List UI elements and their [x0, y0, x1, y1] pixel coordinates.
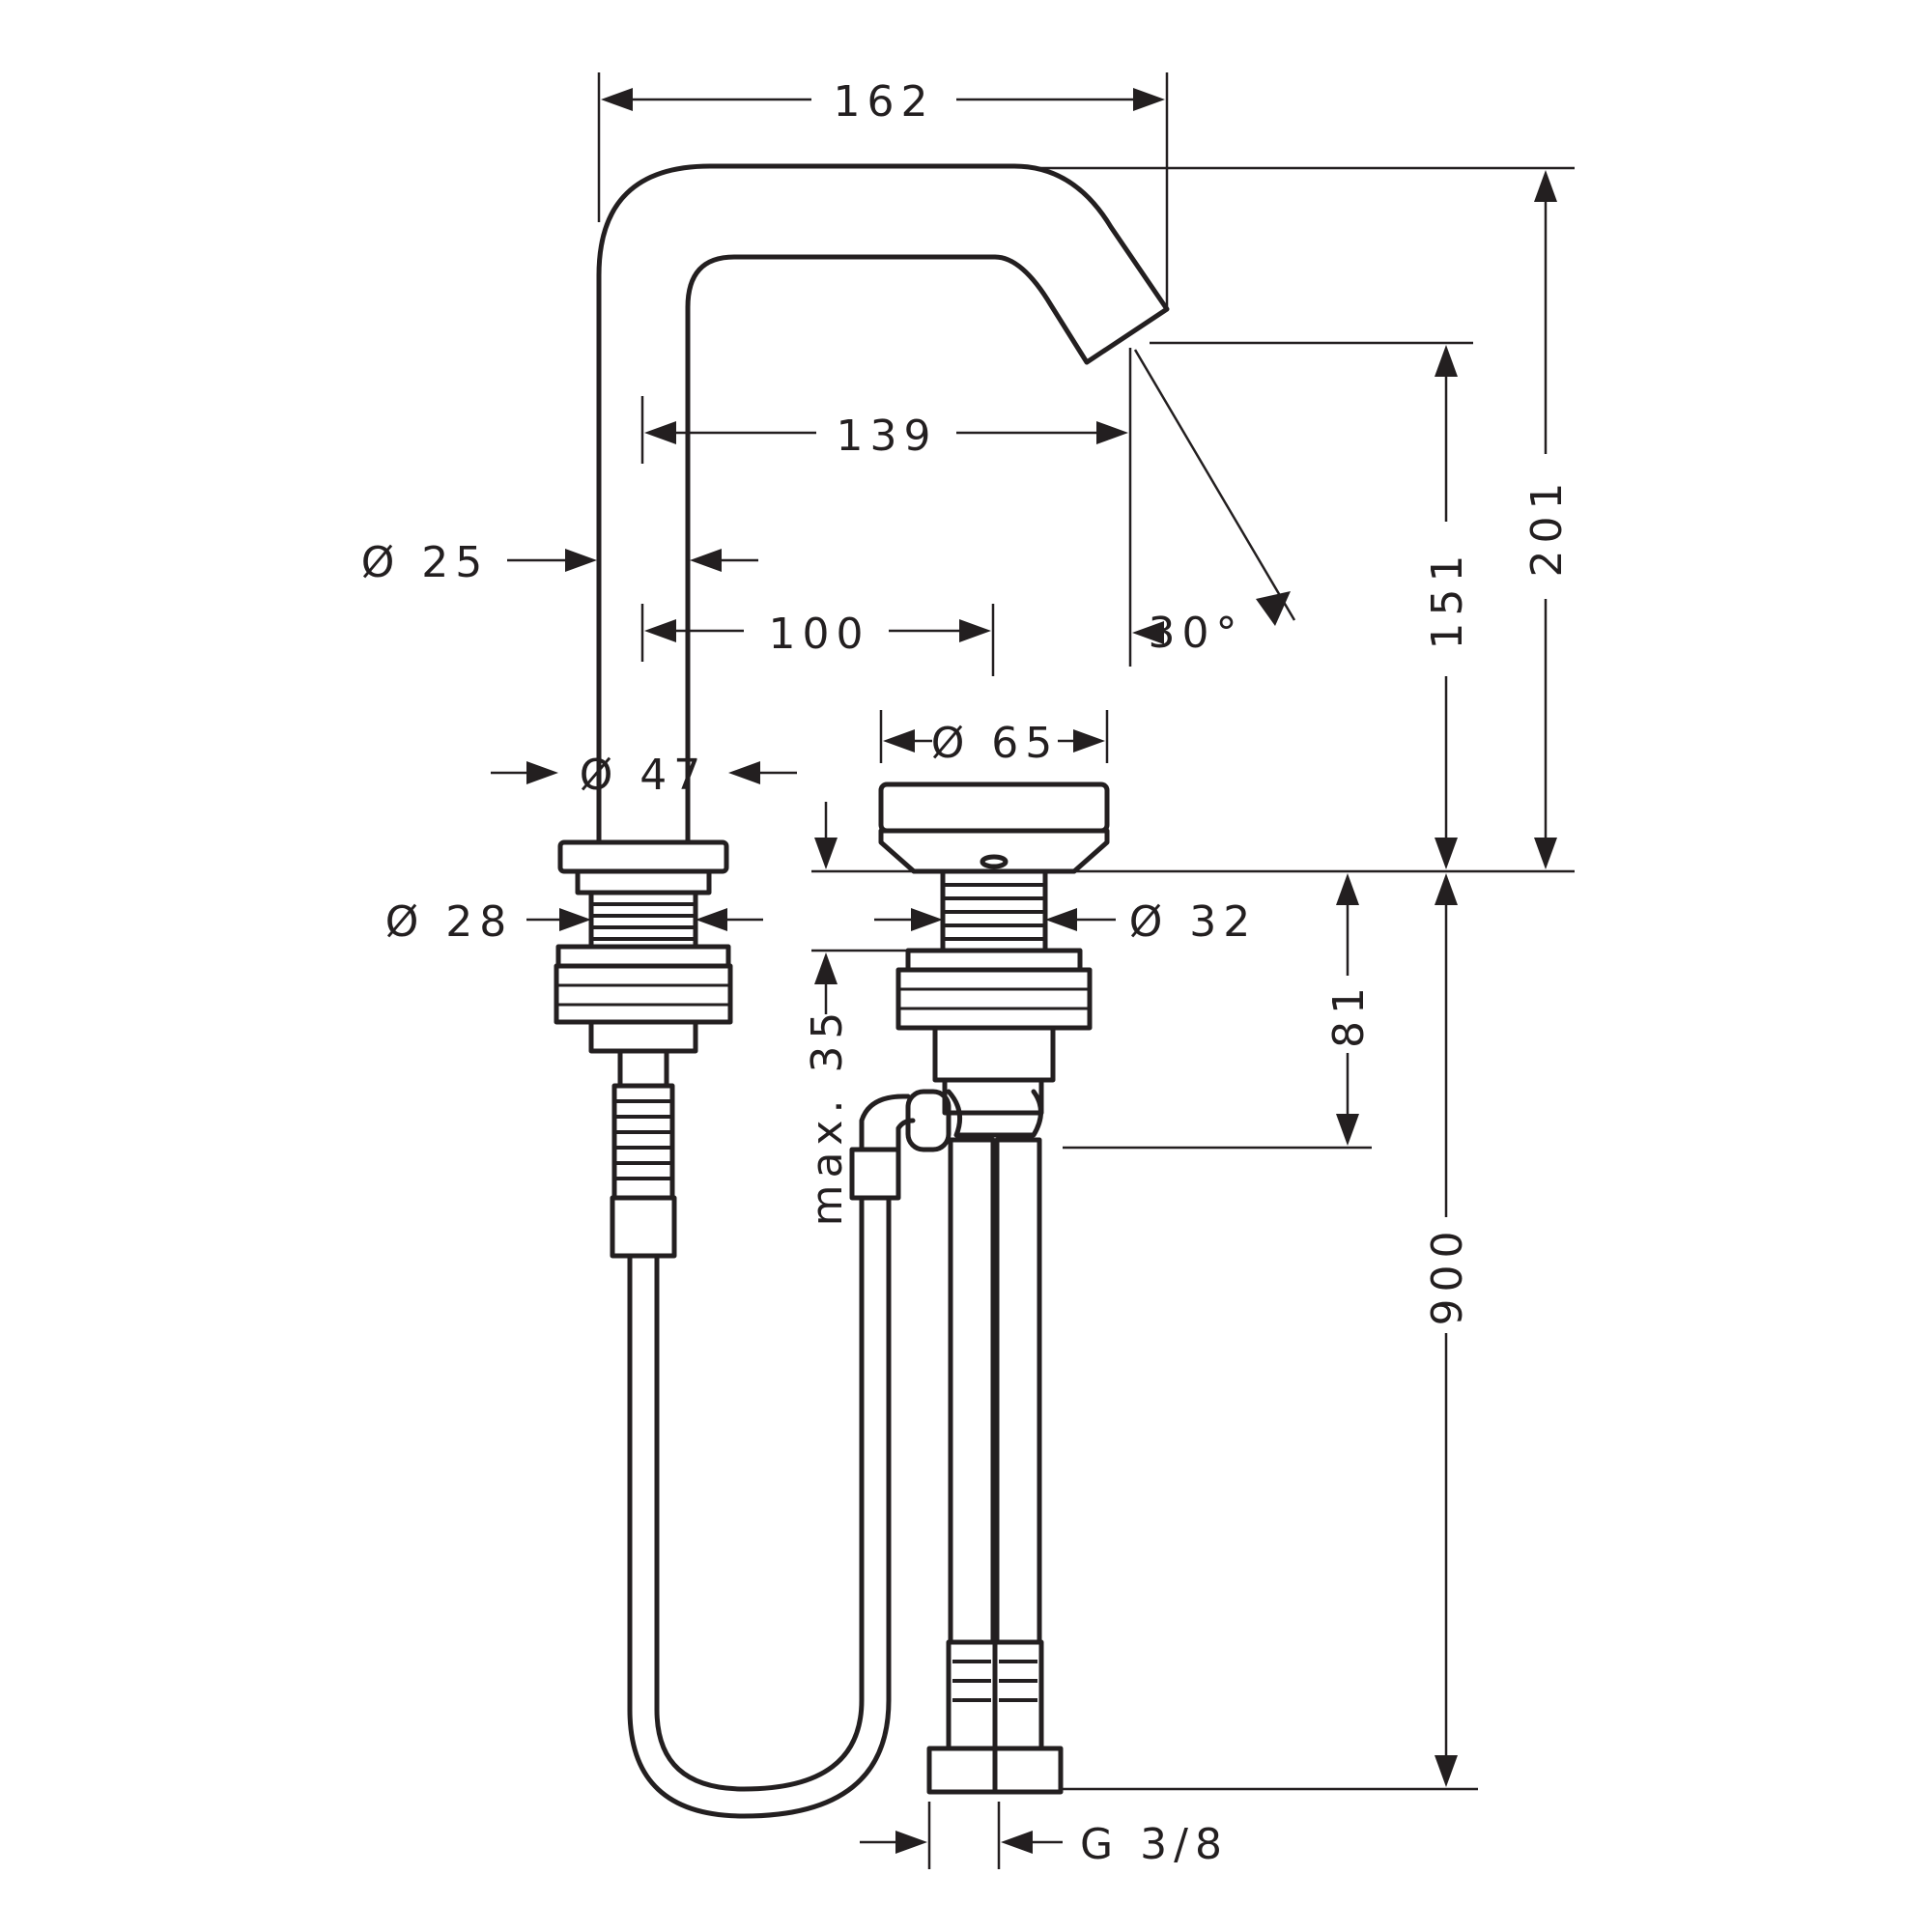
dim-label-body-diameter: Ø 65 — [931, 719, 1060, 768]
right-mounting-nut — [895, 967, 1093, 1031]
handle-cap — [878, 781, 1110, 834]
spout-base-flange — [557, 839, 729, 874]
spout-base-assembly — [554, 839, 733, 1259]
right-valve-lower — [946, 1089, 1043, 1138]
dim-label-thread-left-diameter: Ø 28 — [385, 897, 514, 947]
dimension-lines — [491, 72, 1575, 1869]
right-mounting-washer — [905, 948, 1083, 973]
dim-label-spout-reach: 162 — [834, 77, 935, 127]
handle-indicator-dot — [980, 854, 1009, 869]
handle-body-assembly — [878, 781, 1110, 1152]
dim-label-outlet-height: 151 — [1423, 549, 1472, 650]
hose-elbow-ferrule — [849, 1147, 901, 1201]
supply-hoses — [926, 1137, 1064, 1795]
spout-outer-contour — [596, 163, 1170, 845]
connection-nut-right — [992, 1746, 1064, 1795]
dim-label-max-deck-thickness: max. 35 — [803, 1006, 852, 1227]
connection-nut-left — [926, 1746, 998, 1795]
dim-label-spout-angle: 30° — [1149, 609, 1244, 658]
right-outlet-fitting — [905, 1089, 952, 1152]
hose-inner — [654, 1195, 865, 1792]
hose-elbow — [859, 1094, 916, 1152]
left-connector-stem — [617, 1048, 669, 1089]
dim-label-spout-diameter: Ø 25 — [361, 538, 490, 587]
dim-label-shank-length: 81 — [1324, 980, 1374, 1048]
dim-label-handle-offset: 100 — [769, 610, 870, 659]
spout-base-collar — [575, 868, 712, 895]
dimension-labels: 162 139 Ø 25 100 30° Ø 65 Ø 47 Ø 28 Ø 32… — [361, 77, 1572, 1869]
left-mounting-nut — [554, 963, 733, 1025]
hose-outer — [627, 1195, 892, 1819]
dim-label-connection-thread: G 3/8 — [1080, 1820, 1229, 1869]
dim-label-spout-outlet-reach: 139 — [837, 412, 938, 461]
dim-label-thread-right-diameter: Ø 32 — [1129, 897, 1258, 947]
dim-label-hose-length: 900 — [1423, 1225, 1472, 1326]
dim-label-spout-base-diameter: Ø 47 — [580, 751, 708, 800]
left-hose-ferrule — [610, 1195, 677, 1259]
supply-hose-right — [994, 1137, 1042, 1645]
left-lower-bushing — [588, 1019, 698, 1054]
right-lower-bushing — [932, 1025, 1056, 1083]
dim-label-total-height: 201 — [1522, 476, 1572, 578]
supply-hose-left — [948, 1137, 996, 1645]
left-mounting-washer — [555, 944, 731, 969]
spout — [596, 163, 1170, 845]
supply-hose-right-ferrule — [992, 1639, 1044, 1751]
supply-hose-left-ferrule — [946, 1639, 998, 1751]
connection-hose — [627, 1094, 916, 1819]
